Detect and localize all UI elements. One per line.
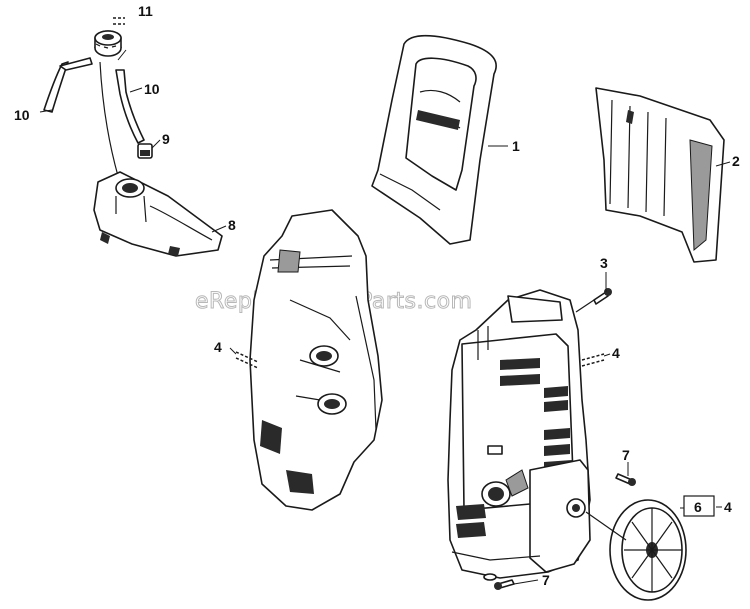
part-9-fitting[interactable] bbox=[137, 143, 153, 159]
callout-2: 2 bbox=[732, 153, 740, 169]
part-3-screw[interactable] bbox=[575, 288, 612, 313]
leader-2 bbox=[715, 161, 731, 167]
callout-11: 11 bbox=[138, 3, 153, 19]
leader-10-left bbox=[39, 109, 53, 113]
callout-7-upper: 7 bbox=[622, 447, 630, 463]
part-10-right-hose[interactable] bbox=[99, 61, 145, 177]
part-4-mark-left bbox=[235, 351, 259, 369]
callout-6-box bbox=[683, 495, 715, 517]
callout-4-wheel: 4 bbox=[724, 499, 732, 515]
leader-11 bbox=[117, 49, 127, 61]
leader-4-right bbox=[603, 353, 611, 357]
leader-4-left bbox=[229, 347, 237, 355]
callout-6: 6 bbox=[694, 499, 702, 515]
callout-7-lower: 7 bbox=[542, 572, 550, 588]
callout-4-left: 4 bbox=[214, 339, 222, 355]
part-4-mark-right bbox=[581, 353, 605, 367]
main-housing[interactable] bbox=[447, 289, 591, 581]
callout-1: 1 bbox=[512, 138, 520, 154]
part-1-handle[interactable] bbox=[371, 34, 497, 245]
leader-10-right bbox=[129, 87, 143, 93]
part-7-screw-lower[interactable] bbox=[494, 579, 515, 590]
leader-9 bbox=[151, 139, 161, 149]
callout-3: 3 bbox=[600, 255, 608, 271]
callout-10-right: 10 bbox=[144, 81, 160, 97]
callout-8: 8 bbox=[228, 217, 236, 233]
leader-8 bbox=[211, 225, 227, 233]
part-10-left-hose[interactable] bbox=[43, 57, 93, 113]
callout-4-right: 4 bbox=[612, 345, 620, 361]
part-2-rear-cover[interactable] bbox=[595, 87, 725, 263]
part-6-wheel[interactable] bbox=[585, 499, 687, 601]
callout-10-left: 10 bbox=[14, 107, 30, 123]
callout-9: 9 bbox=[162, 131, 170, 147]
part-7-screw-upper[interactable] bbox=[615, 473, 636, 486]
part-8-tank[interactable] bbox=[93, 171, 223, 257]
part-4-left-housing[interactable] bbox=[249, 209, 383, 511]
part-11-mark bbox=[113, 17, 125, 25]
part-11-cap[interactable] bbox=[94, 30, 122, 57]
leader-7-lower bbox=[513, 579, 539, 585]
